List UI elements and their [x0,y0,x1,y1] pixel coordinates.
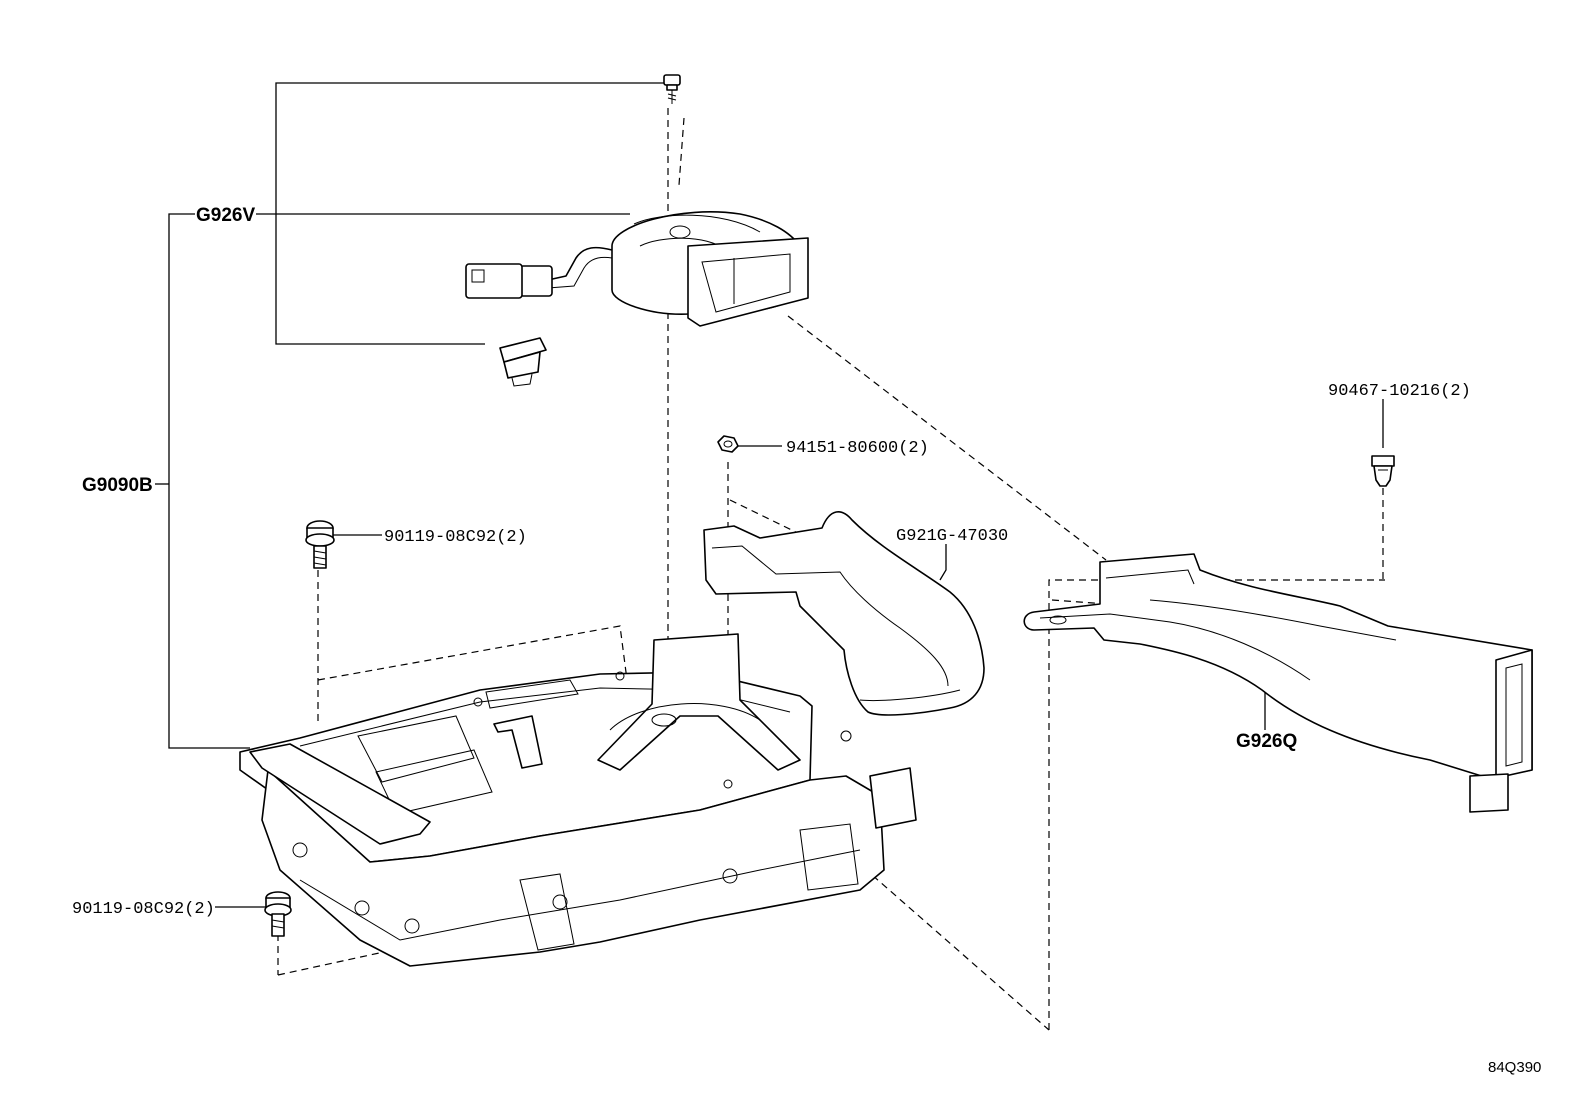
lower-bolt [264,891,292,937]
nut [717,435,739,453]
air-duct [1023,553,1533,813]
duct-cover [703,511,985,716]
label-g9090b: G9090B [82,475,153,496]
label-upper-bolt: 90119-08C92(2) [384,528,527,547]
figure-reference: 84Q390 [1488,1059,1541,1076]
top-screw [663,74,681,104]
upper-bolt [305,520,335,569]
blower-motor [465,211,809,327]
label-g926v: G926V [196,205,255,226]
blower-clip [499,337,547,387]
leader-lines [155,82,1384,908]
callout-labels: G926V G9090B 90119-08C92(2) 90119-08C92(… [72,205,1541,1076]
label-duct-cover: G921G-47030 [896,527,1008,546]
label-clip: 90467-10216(2) [1328,382,1471,401]
label-lower-bolt: 90119-08C92(2) [72,900,215,919]
label-nut: 94151-80600(2) [786,439,929,458]
label-g926q: G926Q [1236,731,1297,752]
battery-assembly [239,633,917,967]
duct-clip [1371,455,1395,487]
